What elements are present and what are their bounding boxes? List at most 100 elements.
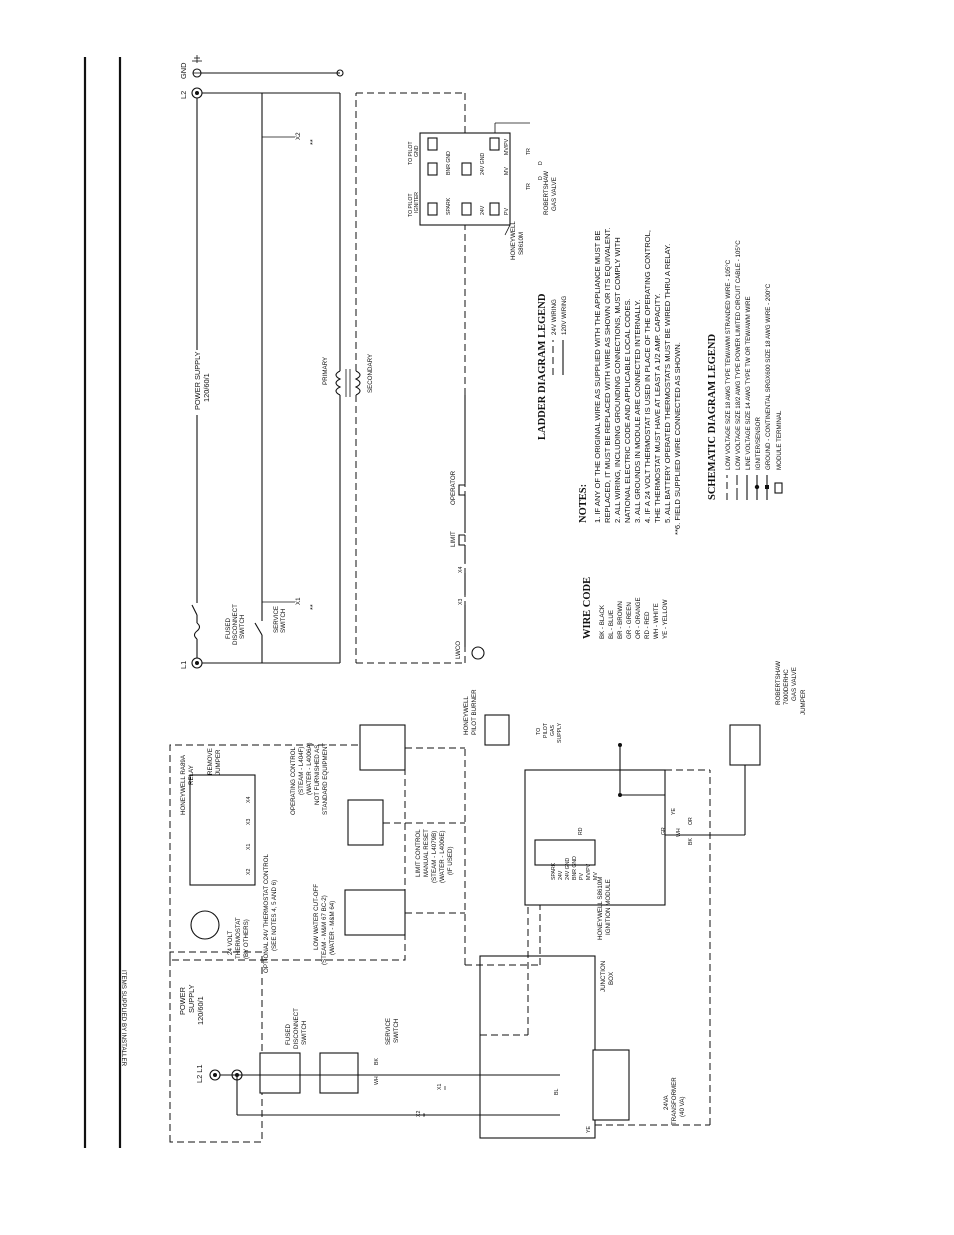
gasvalve-2: 7000DERHC <box>783 669 790 705</box>
jumper-label: JUMPER <box>800 689 807 715</box>
tag-wh-2: WH <box>676 828 682 837</box>
ladder-tr-2: TR <box>526 148 532 155</box>
relay-x2: X2 <box>246 869 252 875</box>
thermostat-1: 24 VOLT <box>227 930 234 955</box>
ladder-power-supply: POWER SUPPLY <box>193 351 202 410</box>
tag-ye-1: YE <box>586 1126 592 1133</box>
limit-1: LIMIT CONTROL <box>415 829 422 877</box>
ladder-fused-2: DISCONNECT <box>232 604 239 645</box>
junction-2: BOX <box>608 972 615 985</box>
transformer-primary-coil <box>335 370 342 396</box>
ladder-d-1: D <box>538 176 544 180</box>
ladder-x2: X2 <box>295 132 302 140</box>
pilotgas-1: TO <box>536 728 542 735</box>
tag-wh-1: WH <box>374 1076 380 1085</box>
relay-2: RELAY <box>188 765 195 785</box>
tag-bl-1: BL <box>554 1089 560 1095</box>
ladder-gnd-label: GND <box>179 63 188 79</box>
ladder-igniter-2: IGNITER <box>414 192 420 213</box>
optional-thermo-2: (SEE NOTES 4, 5 AND 6) <box>271 880 278 951</box>
ladder-term-pv: PV <box>504 208 510 215</box>
wire-code-ye: YE - YELLOW <box>662 599 669 639</box>
ladder-gasvalve-1: ROBERTSHAW <box>543 171 550 215</box>
ladder-service-2: SWITCH <box>280 609 287 633</box>
opctl-2: (STEAM - L404F) <box>298 747 305 795</box>
optional-thermostat-box <box>169 744 406 961</box>
limit-switch-symbol <box>458 534 465 546</box>
items-supplied-label: ITEMS SUPPLIED BY INSTALLER <box>120 970 127 1067</box>
pilot-2: PILOT BURNER <box>471 689 478 735</box>
thermostat-symbol <box>190 910 220 940</box>
ladder-service-1: SERVICE <box>273 606 280 633</box>
mod-term-spark: SPARK <box>551 862 557 880</box>
ladder-limit: LIMIT <box>450 531 457 547</box>
limit-5: (IF USED) <box>447 846 454 875</box>
ladder-honeywell-2: S8610M <box>518 232 525 255</box>
transformer-1: 24VA <box>663 1094 670 1110</box>
mod-term-bnrgnd: BNR GND <box>572 856 578 880</box>
schematic-legend: SCHEMATIC DIAGRAM LEGEND LOW VOLTAGE SIZ… <box>707 240 783 500</box>
mod-term-mv: MV <box>593 872 599 880</box>
tag-rd: RD <box>578 827 584 835</box>
sch-service-2: SWITCH <box>393 1019 400 1043</box>
transformer-2: TRANSFORMER <box>671 1077 678 1125</box>
transformer-secondary-coil <box>354 370 361 396</box>
module-1: HONEYWELL S8610M <box>597 877 604 940</box>
ladder-igniter-1: TO PILOT <box>408 193 414 217</box>
limit-control <box>347 799 384 846</box>
schematic-legend-4: IGNITER/SENSOR <box>755 417 762 470</box>
pilotgas-3: GAS <box>550 725 556 736</box>
sch-x1-stars: ** <box>444 1086 450 1090</box>
opctl-1: OPERATING CONTROL <box>290 746 297 815</box>
ladder-term-spark: SPARK <box>446 197 452 215</box>
schematic-legend-title: SCHEMATIC DIAGRAM LEGEND <box>707 334 718 500</box>
mod-term-pv: PV <box>579 873 585 880</box>
remove-jumper-1: REMOVE <box>207 748 214 775</box>
note-line-8: 5. ALL BATTERY OPERATED THERMOSTATS MUST… <box>663 244 672 523</box>
ladder-operator: OPERATOR <box>450 470 457 505</box>
gasvalve-1: ROBERTSHAW <box>775 661 782 705</box>
tag-bk-1: BK <box>374 1058 380 1065</box>
relay-x1: X1 <box>246 844 252 850</box>
tag-ye-2: YE <box>671 808 677 815</box>
tag-gr: GR <box>661 827 667 835</box>
ladder-tr-1: TR <box>526 183 532 190</box>
sch-power-2: SUPPLY <box>187 984 196 1013</box>
sch-fused-2: DISCONNECT <box>293 1008 300 1049</box>
note-line-5: 3. ALL GROUNDS IN MODULE ARE CONNECTED I… <box>633 299 642 523</box>
tag-or: OR <box>688 817 694 825</box>
installer-box <box>169 951 263 1143</box>
lwco-sch-1: LOW WATER CUT-OFF <box>313 884 320 950</box>
opctl-4: NOT FURNISHED AS <box>314 745 321 805</box>
schematic-legend-5: GROUND - CONTINENTAL SRGX600 SIZE 18 AWG… <box>765 283 772 470</box>
schematic-diagram: ITEMS SUPPLIED BY INSTALLER POWER SUPPLY… <box>120 661 807 1143</box>
schematic-legend-6: MODULE TERMINAL <box>776 410 783 470</box>
wire-code-wh: WH - WHITE <box>653 603 660 639</box>
note-line-6: 4. IF A 24 VOLT THERMOSTAT IS USED IN PL… <box>643 230 652 523</box>
ladder-honeywell-1: HONEYWELL <box>510 221 517 260</box>
ladder-fused-1: FUSED <box>225 617 232 639</box>
sch-x2: X2 <box>416 1111 422 1117</box>
ladder-x1-stars: ** <box>308 604 317 610</box>
ladder-secondary: SECONDARY <box>367 354 374 393</box>
ladder-x4: X4 <box>458 567 464 573</box>
notes-title: NOTES: <box>578 484 589 523</box>
relay-1: HONEYWELL RA89A <box>180 754 187 815</box>
ladder-power-rating: 120/60/1 <box>202 373 211 402</box>
ladder-x3: X3 <box>458 599 464 605</box>
sch-fused-1: FUSED <box>285 1023 292 1045</box>
thermostat-3: (BY OTHERS) <box>243 919 250 959</box>
rotated-drawing: L1 L2 GND FUSED DISCONNECT SWITCH POWER … <box>120 55 807 1143</box>
mod-term-mvpv: MV/PV <box>586 863 592 880</box>
wire-code-bl: BL - BLUE <box>608 610 615 639</box>
ladder-pilotgnd-1: TO PILOT <box>408 141 414 165</box>
wire-code-br: BR - BROWN <box>617 601 624 639</box>
limit-3: (STEAM - L4079B) <box>431 831 438 883</box>
ladder-l2-label: L2 <box>179 91 188 99</box>
wire-code-title: WIRE CODE <box>582 577 593 639</box>
fuse-symbol <box>193 622 201 640</box>
low-water-cutoff <box>344 889 406 936</box>
ladder-legend-120v: 120V WIRING <box>561 296 568 335</box>
schematic-legend-2: LOW VOLTAGE SIZE 18/2 AWG TYPE POWER LIM… <box>735 240 742 470</box>
